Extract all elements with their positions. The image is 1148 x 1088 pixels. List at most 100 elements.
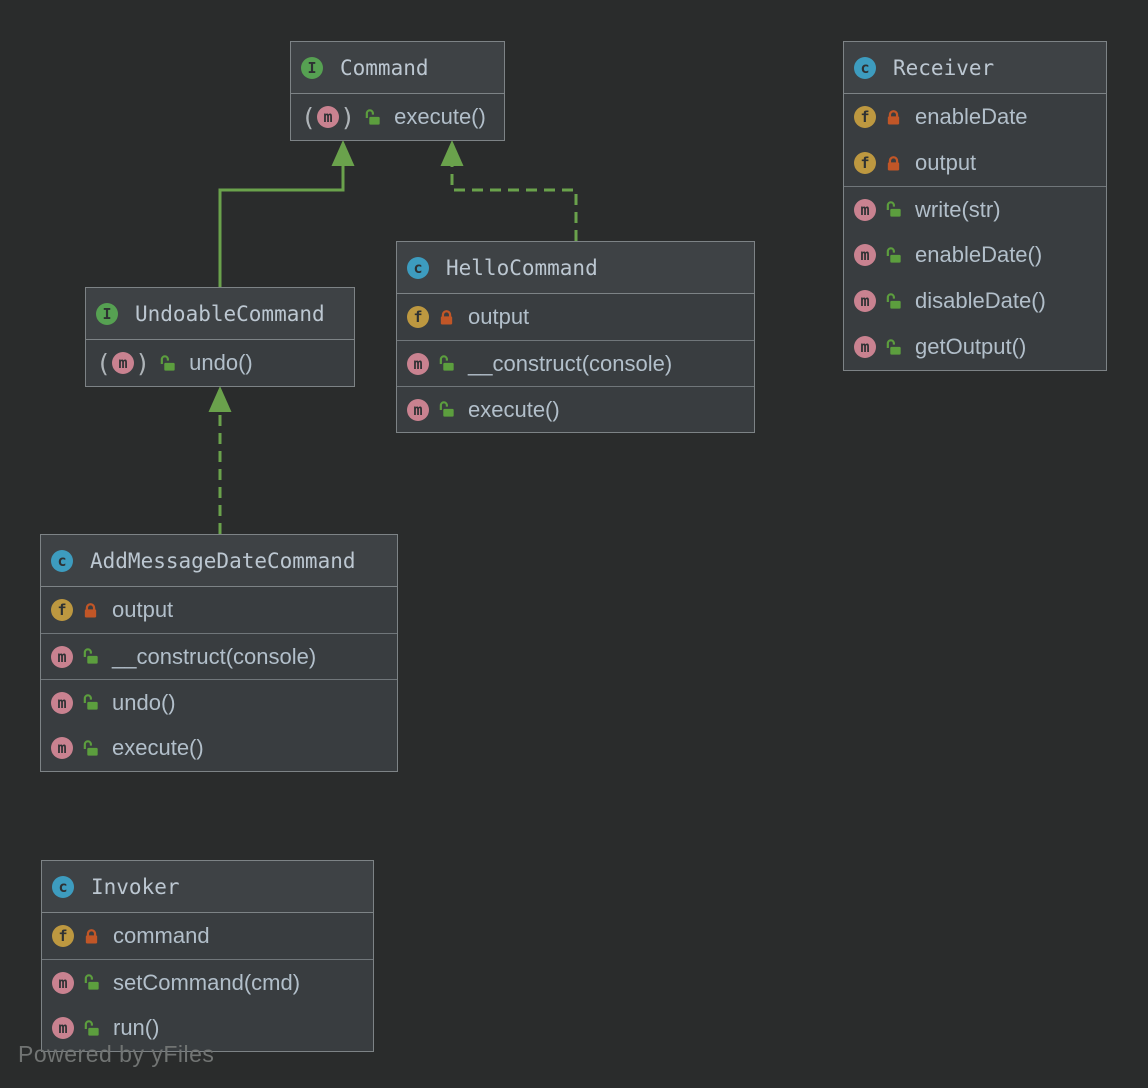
class-icon: c	[52, 875, 74, 898]
class-icon: c	[854, 56, 876, 79]
field-icon: f	[52, 925, 74, 947]
class-name: UndoableCommand	[135, 301, 325, 326]
member-row[interactable]: m disableDate()	[844, 278, 1106, 324]
member-row[interactable]: m execute()	[291, 94, 504, 140]
public-lock-icon	[83, 648, 98, 664]
class-icon: c	[51, 549, 73, 572]
member-label: write(str)	[915, 196, 1001, 222]
edge-undoablecommand-extends-command[interactable]	[218, 165, 345, 287]
member-row[interactable]: f output	[41, 587, 397, 633]
class-name: Command	[340, 55, 429, 80]
class-node-hellocommand[interactable]: c HelloCommand f output m __construct(co…	[396, 241, 755, 433]
member-label: output	[468, 304, 530, 329]
node-header[interactable]: c HelloCommand	[397, 242, 754, 294]
member-label: output	[112, 597, 174, 622]
member-row[interactable]: m __construct(console)	[41, 633, 397, 679]
member-label: undo()	[189, 350, 253, 375]
public-lock-icon	[365, 108, 380, 125]
member-row[interactable]: f command	[42, 913, 373, 959]
private-lock-icon	[84, 602, 97, 617]
node-header[interactable]: c AddMessageDateCommand	[41, 535, 397, 587]
member-row[interactable]: m write(str)	[844, 186, 1106, 232]
public-lock-icon	[160, 354, 175, 371]
method-icon: m	[51, 645, 73, 668]
class-node-receiver[interactable]: c Receiver f enableDate f output m write…	[843, 41, 1107, 371]
public-lock-icon	[83, 694, 98, 710]
inheritance-arrowhead	[331, 140, 355, 166]
private-lock-icon	[440, 309, 453, 324]
member-label: enableDate()	[915, 242, 1043, 267]
class-node-invoker[interactable]: c Invoker f command m setCommand(cmd) m …	[41, 860, 374, 1052]
class-node-addmessagedatecommand[interactable]: c AddMessageDateCommand f output m __con…	[40, 534, 398, 772]
member-row[interactable]: m execute()	[397, 386, 754, 432]
field-icon: f	[854, 106, 876, 128]
member-label: execute()	[468, 396, 560, 422]
method-icon: m	[407, 352, 429, 375]
member-row[interactable]: m enableDate()	[844, 232, 1106, 278]
private-lock-icon	[887, 155, 900, 170]
member-label: undo()	[112, 689, 176, 715]
edge-hellocommand-implements-command[interactable]	[450, 165, 578, 241]
member-label: disableDate()	[915, 288, 1046, 313]
field-icon: f	[51, 599, 73, 621]
class-node-command[interactable]: I Command m execute()	[290, 41, 505, 141]
member-label: execute()	[112, 735, 204, 760]
node-header[interactable]: c Receiver	[844, 42, 1106, 94]
public-lock-icon	[886, 246, 901, 263]
member-label: __construct(console)	[112, 643, 317, 669]
member-row[interactable]: m getOutput()	[844, 324, 1106, 370]
public-lock-icon	[84, 974, 99, 990]
interface-icon: I	[96, 302, 118, 325]
node-header[interactable]: I UndoableCommand	[86, 288, 354, 340]
member-label: __construct(console)	[468, 350, 673, 376]
member-row[interactable]: f output	[844, 140, 1106, 186]
method-icon: m	[407, 398, 429, 421]
member-row[interactable]: f output	[397, 294, 754, 340]
member-label: execute()	[394, 104, 486, 129]
method-icon: m	[854, 290, 876, 312]
public-lock-icon	[439, 401, 454, 417]
member-label: setCommand(cmd)	[113, 969, 301, 995]
method-icon: m	[854, 336, 876, 358]
inheritance-arrowhead	[440, 140, 464, 166]
class-node-undoablecommand[interactable]: I UndoableCommand m undo()	[85, 287, 355, 387]
method-icon: m	[51, 737, 73, 759]
method-icon: m	[854, 198, 876, 221]
member-label: command	[113, 923, 210, 948]
member-row[interactable]: m setCommand(cmd)	[42, 959, 373, 1005]
member-row[interactable]: m run()	[42, 1005, 373, 1051]
member-label: getOutput()	[915, 334, 1027, 359]
field-icon: f	[407, 306, 429, 328]
member-label: enableDate	[915, 104, 1028, 129]
method-icon: m	[52, 971, 74, 994]
method-icon: m	[52, 1017, 74, 1039]
private-lock-icon	[887, 109, 900, 124]
node-header[interactable]: I Command	[291, 42, 504, 94]
class-icon: c	[407, 256, 429, 279]
method-icon: m	[51, 691, 73, 714]
public-lock-icon	[439, 355, 454, 371]
member-row[interactable]: m execute()	[41, 725, 397, 771]
member-row[interactable]: m __construct(console)	[397, 340, 754, 386]
class-name: Receiver	[893, 55, 995, 80]
class-name: HelloCommand	[446, 255, 598, 280]
member-row[interactable]: m undo()	[86, 340, 354, 386]
field-icon: f	[854, 152, 876, 174]
member-label: run()	[113, 1015, 160, 1040]
node-header[interactable]: c Invoker	[42, 861, 373, 913]
public-lock-icon	[886, 201, 901, 217]
method-icon: m	[854, 244, 876, 266]
public-lock-icon	[83, 739, 98, 756]
private-lock-icon	[85, 928, 98, 943]
member-row[interactable]: f enableDate	[844, 94, 1106, 140]
abstract-method-icon: m	[301, 103, 355, 132]
inheritance-arrowhead	[208, 386, 232, 412]
class-name: Invoker	[91, 874, 180, 899]
public-lock-icon	[886, 292, 901, 309]
public-lock-icon	[886, 338, 901, 355]
yfiles-watermark: Powered by yFiles	[18, 1041, 215, 1067]
member-label: output	[915, 150, 977, 175]
member-row[interactable]: m undo()	[41, 679, 397, 725]
